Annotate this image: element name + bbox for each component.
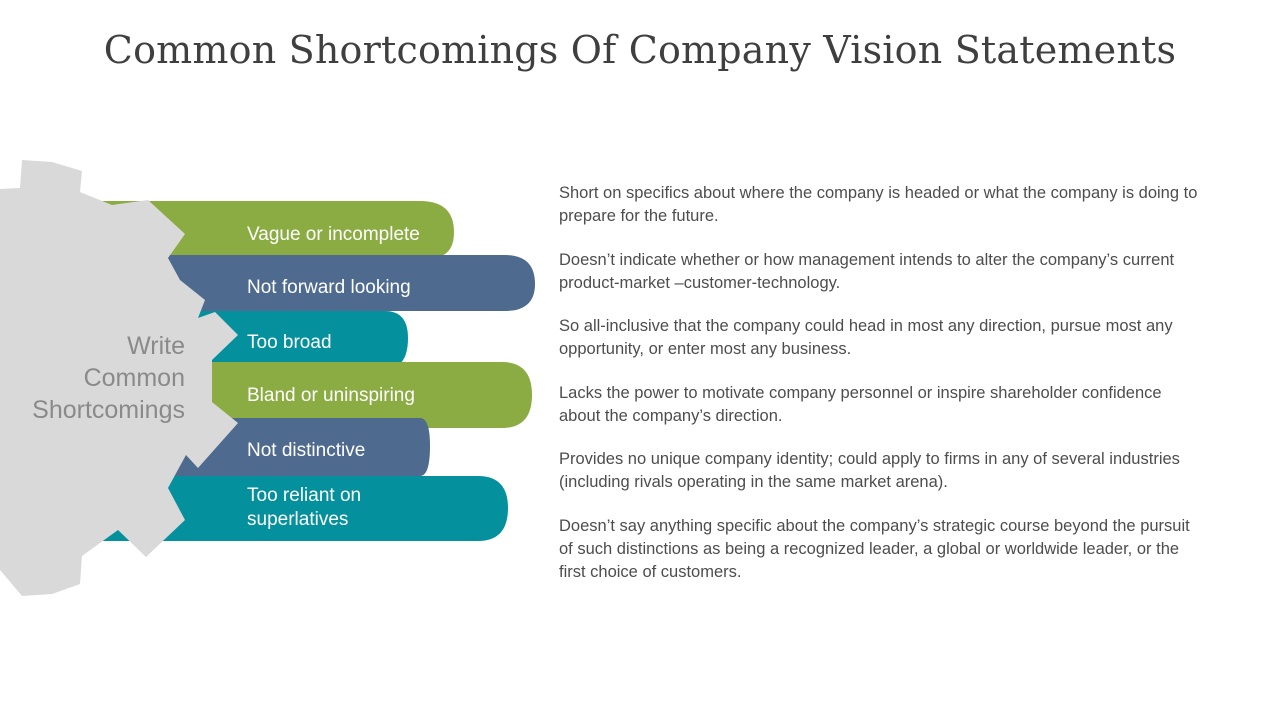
gear-label-line: Write	[127, 332, 185, 360]
gear-label: Write Common Shortcomings	[10, 330, 185, 426]
band-label: Vague or incomplete	[247, 224, 420, 245]
description-item: Short on specifics about where the compa…	[559, 184, 1198, 225]
gear-label-line: Common	[83, 364, 185, 392]
description-item: Provides no unique company identity; cou…	[559, 450, 1180, 491]
band-label: Not distinctive	[247, 440, 366, 461]
description-item: So all-inclusive that the company could …	[559, 317, 1173, 358]
gear-shape	[0, 160, 238, 596]
band-label: Bland or uninspiring	[247, 385, 415, 406]
description-list: Short on specifics about where the compa…	[559, 182, 1199, 604]
description-item: Doesn’t say anything specific about the …	[559, 516, 1190, 581]
description-item: Doesn’t indicate whether or how manageme…	[559, 250, 1175, 292]
slide-title: Common Shortcomings Of Company Vision St…	[103, 28, 1177, 72]
band-label: Too broad	[247, 332, 332, 353]
band-label: Not forward looking	[247, 277, 411, 298]
band-label: Too reliant on superlatives	[247, 485, 362, 530]
description-item: Lacks the power to motivate company pers…	[559, 383, 1162, 425]
gear-label-line: Shortcomings	[32, 396, 185, 424]
